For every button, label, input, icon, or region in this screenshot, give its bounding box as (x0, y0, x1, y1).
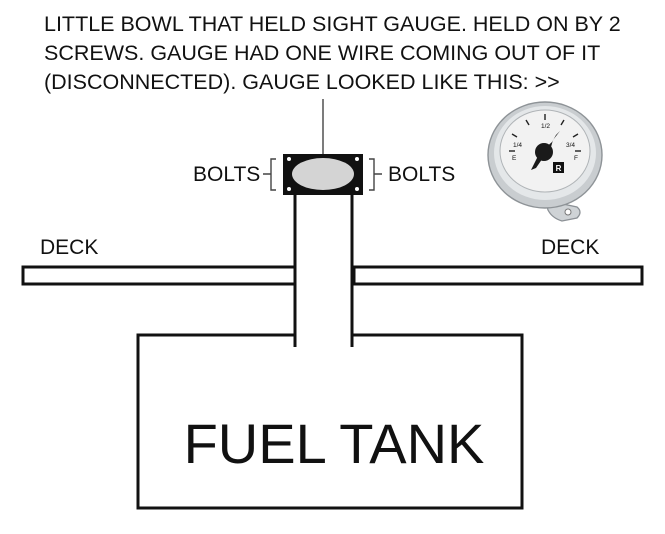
gauge-mount-hole (564, 208, 572, 216)
gauge-hub (535, 143, 553, 161)
gauge-bowl (292, 158, 354, 190)
bolts-right-bracket (369, 158, 382, 191)
bolt-hole-top-left (287, 157, 291, 161)
gauge-mark-f: F (574, 155, 578, 162)
bolt-hole-top-right (355, 157, 359, 161)
caption-line-2: SCREWS. GAUGE HAD ONE WIRE COMING OUT OF… (44, 41, 601, 65)
caption-line-1: LITTLE BOWL THAT HELD SIGHT GAUGE. HELD … (44, 12, 621, 36)
gauge-mark-1-4: 1/4 (513, 142, 522, 149)
bolt-hole-bottom-right (355, 187, 359, 191)
bolts-right-label: BOLTS (388, 163, 455, 186)
caption-line-3: (DISCONNECTED). GAUGE LOOKED LIKE THIS: … (44, 70, 560, 94)
caption: LITTLE BOWL THAT HELD SIGHT GAUGE. HELD … (44, 10, 644, 97)
filler-neck-mask (296, 190, 352, 338)
deck-left-label: DECK (40, 236, 98, 259)
gauge-brand-badge (553, 162, 564, 173)
gauge-mark-3-4: 3/4 (566, 142, 575, 149)
gauge-brand-letter: R (556, 164, 562, 173)
gauge-ticks (509, 114, 581, 152)
bolts-left-bracket (263, 158, 276, 191)
bolt-hole-bottom-left (287, 187, 291, 191)
sight-gauge-illustration: 1/4 1/2 3/4 F E R (487, 101, 603, 222)
deck-right (352, 265, 644, 286)
deck-left (21, 265, 297, 286)
deck-right-label: DECK (541, 236, 599, 259)
bolts-left-label: BOLTS (193, 163, 260, 186)
gauge-mark-1-2: 1/2 (541, 123, 550, 130)
gauge-mark-e: E (512, 155, 517, 162)
fuel-tank-label: FUEL TANK (184, 412, 485, 475)
